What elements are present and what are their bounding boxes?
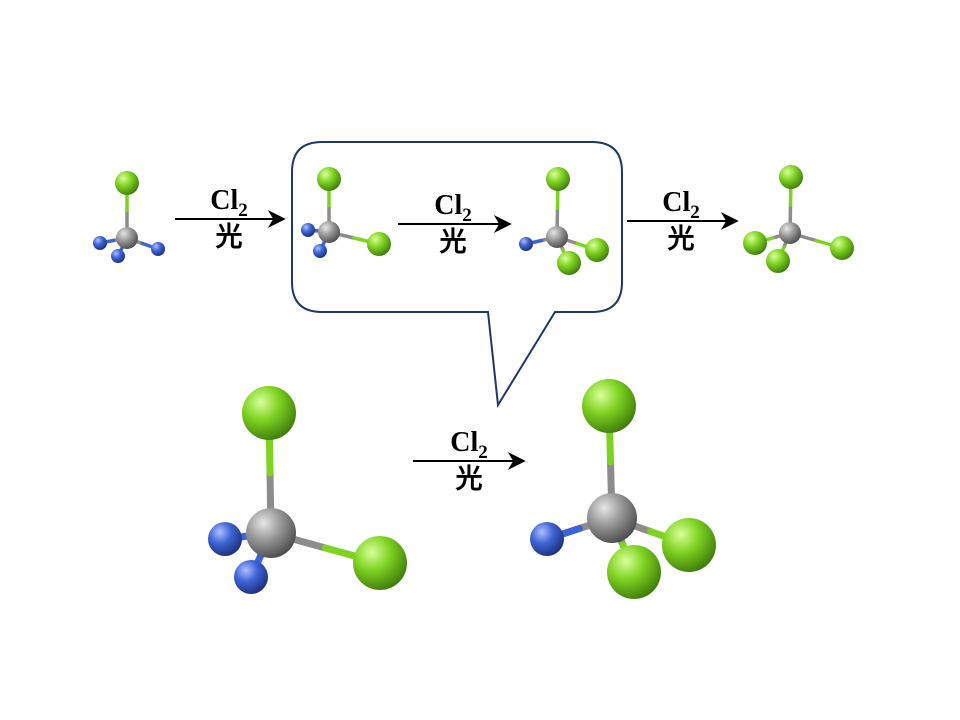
molecule-ch2cl2	[208, 386, 407, 594]
molecule-ch2cl2	[301, 167, 391, 258]
reagent-symbol: Cl	[662, 187, 690, 218]
chlorine-atom	[582, 379, 636, 433]
chlorine-atom	[353, 536, 407, 590]
chlorine-atom	[830, 236, 854, 260]
hydrogen-atom	[93, 236, 107, 250]
reagent-label: Cl2	[662, 187, 700, 223]
reagent-subscript: 2	[462, 205, 472, 226]
condition-label: 光	[667, 224, 695, 255]
molecule-ch3cl	[93, 171, 165, 263]
reagent-label: Cl2	[434, 190, 472, 226]
hydrogen-atom	[234, 560, 268, 594]
molecules-layer	[93, 165, 854, 599]
reagent-symbol: Cl	[450, 427, 478, 458]
reagent-label: Cl2	[210, 185, 248, 221]
chlorine-atom	[766, 249, 790, 273]
reagent-subscript: 2	[238, 200, 248, 221]
carbon-atom	[116, 227, 138, 249]
chlorine-atom	[546, 167, 570, 191]
chlorine-atom	[779, 165, 803, 189]
carbon-atom	[318, 221, 340, 243]
hydrogen-atom	[301, 223, 315, 237]
reagent-symbol: Cl	[434, 190, 462, 221]
hydrogen-atom	[151, 242, 165, 256]
hydrogen-atom	[530, 522, 564, 556]
chlorine-atom	[607, 545, 661, 599]
molecule-chcl3	[530, 379, 716, 599]
condition-label: 光	[215, 222, 243, 253]
condition-label: 光	[439, 227, 467, 258]
carbon-atom	[246, 508, 296, 558]
chlorine-atom	[585, 238, 609, 262]
chlorine-atom	[557, 251, 581, 275]
chlorine-atom	[317, 167, 341, 191]
reagent-subscript: 2	[478, 442, 488, 463]
molecule-ccl4	[743, 165, 854, 273]
reagent-symbol: Cl	[210, 185, 238, 216]
carbon-atom	[587, 493, 637, 543]
carbon-atom	[546, 226, 568, 248]
chlorine-atom	[115, 171, 139, 195]
hydrogen-atom	[519, 237, 533, 251]
reagent-subscript: 2	[690, 202, 700, 223]
chlorine-atom	[367, 232, 391, 256]
reagent-label: Cl2	[450, 427, 488, 463]
molecule-chcl3	[519, 167, 609, 275]
condition-label: 光	[455, 464, 483, 495]
chlorine-atom	[242, 386, 296, 440]
hydrogen-atom	[111, 249, 125, 263]
hydrogen-atom	[313, 244, 327, 258]
chlorine-atom	[662, 518, 716, 572]
hydrogen-atom	[208, 522, 242, 556]
chlorine-atom	[743, 231, 767, 255]
callout-bubble	[291, 141, 623, 409]
carbon-atom	[779, 222, 801, 244]
